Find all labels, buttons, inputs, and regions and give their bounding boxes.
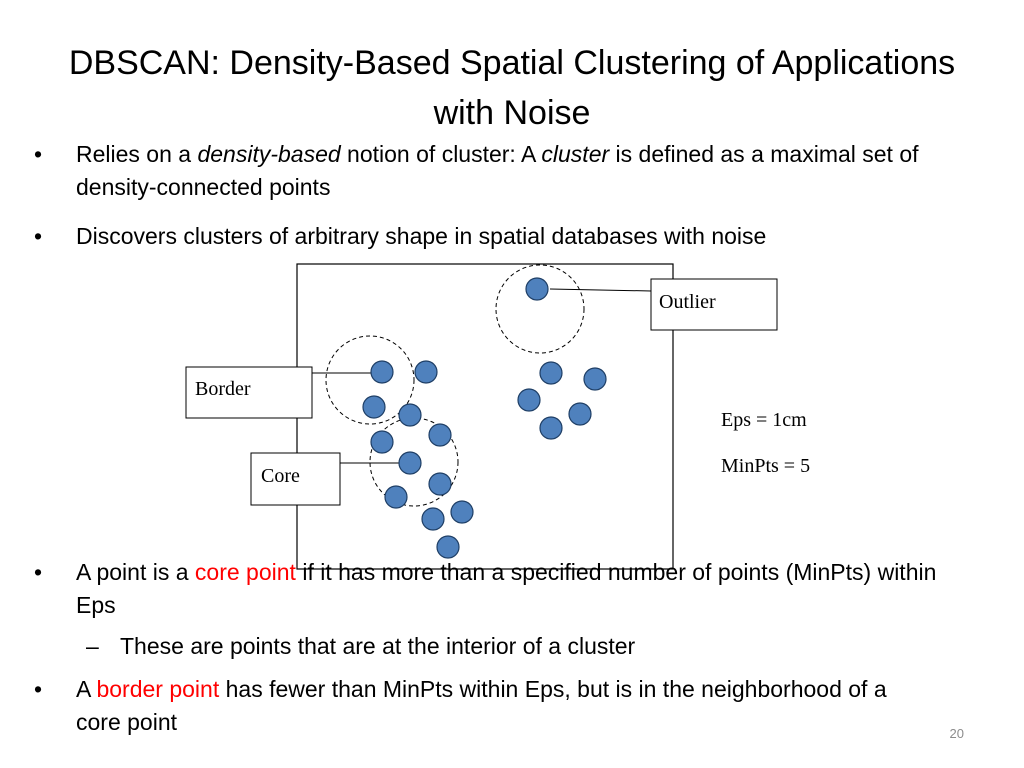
data-point [583, 367, 607, 391]
sub-bullet-dash: – [86, 633, 99, 659]
sub-bullet-text: These are points that are at the interio… [120, 633, 636, 659]
data-point [362, 395, 386, 419]
data-point-border [370, 360, 394, 384]
data-point-core [398, 451, 422, 475]
data-point [398, 403, 422, 427]
core-label: Core [261, 465, 300, 487]
bullet-text: A border point has fewer than MinPts wit… [76, 676, 887, 735]
bullet-arbitrary-shape: • Discovers clusters of arbitrary shape … [34, 220, 964, 253]
outlier-pointer [549, 288, 652, 292]
data-point [539, 361, 563, 385]
bullet-text: A point is a core point if it has more t… [76, 559, 937, 618]
bullet-density-based: • Relies on a density-based notion of cl… [34, 138, 964, 204]
bullet-text: Discovers clusters of arbitrary shape in… [76, 223, 767, 249]
sub-bullet-interior: – These are points that are at the inter… [86, 630, 966, 663]
border-label: Border [195, 378, 251, 400]
bullet-dot: • [34, 223, 43, 249]
data-point [517, 388, 541, 412]
data-point [421, 507, 445, 531]
bullet-dot: • [34, 141, 43, 167]
eps-neighborhood-border [325, 335, 415, 425]
outlier-label-box [650, 278, 778, 331]
data-point [370, 430, 394, 454]
border-point-term: border point [96, 676, 220, 702]
eps-parameter: Eps = 1cm [721, 409, 807, 431]
eps-neighborhood-outlier [495, 264, 585, 354]
data-point-outlier [525, 277, 549, 301]
data-point [539, 416, 563, 440]
data-space-box [296, 263, 674, 570]
core-point-term: core point [194, 559, 296, 585]
border-label-box [185, 366, 313, 419]
bullet-border-point: • A border point has fewer than MinPts w… [34, 673, 934, 739]
minpts-parameter: MinPts = 5 [721, 455, 810, 477]
data-point [414, 360, 438, 384]
data-point [568, 402, 592, 426]
slide-title: DBSCAN: Density-Based Spatial Clustering… [68, 44, 956, 132]
bullet-core-point: • A point is a core point if it has more… [34, 556, 974, 622]
data-point [436, 535, 460, 559]
data-point [450, 500, 474, 524]
data-point [428, 423, 452, 447]
bullet-text: Relies on a density-based notion of clus… [76, 141, 919, 200]
page-number: 20 [949, 726, 964, 741]
data-points [362, 277, 607, 559]
outlier-label: Outlier [659, 291, 716, 313]
eps-neighborhood-core [369, 417, 459, 507]
data-point [384, 485, 408, 509]
bullet-dot: • [34, 676, 43, 702]
core-label-box [250, 452, 341, 506]
bullet-dot: • [34, 559, 43, 585]
data-point [428, 472, 452, 496]
